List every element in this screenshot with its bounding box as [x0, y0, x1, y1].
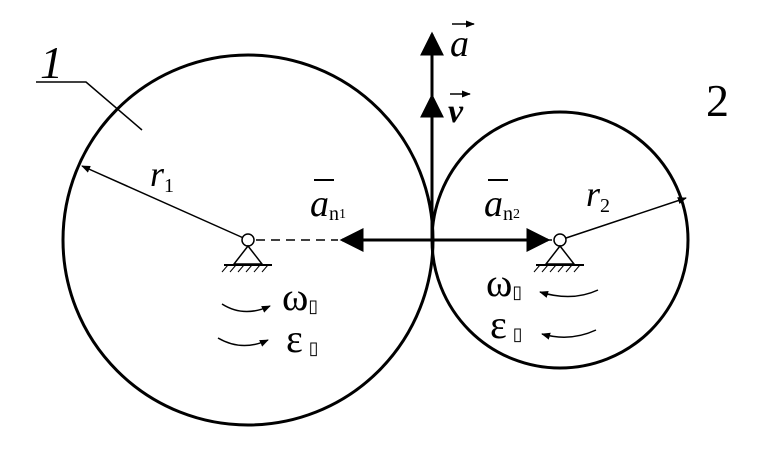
eps2-rotation-arrow [541, 329, 597, 340]
an2-label: an2 [484, 183, 520, 225]
v-label: v [448, 93, 464, 130]
wheel-1-label: 1 [40, 37, 63, 88]
radius-r1-line [81, 165, 249, 241]
pivot-support-2 [533, 233, 584, 273]
eps1-label: ε▯ [286, 316, 319, 361]
omega1-rotation-arrow [221, 303, 271, 313]
a-label: a [450, 23, 469, 65]
omega2-rotation-arrow [539, 289, 599, 298]
wheel-2-label: 2 [706, 75, 729, 126]
an1-label: an1 [310, 183, 346, 225]
omega1-label: ω▯ [282, 274, 318, 319]
radius-r2-line [559, 197, 687, 241]
wheel-1-leader [36, 81, 143, 131]
omega2-label: ω▯ [486, 260, 522, 305]
pivot-support-1 [221, 233, 272, 273]
r2-label: r2 [586, 174, 610, 217]
eps1-rotation-arrow [217, 337, 269, 347]
r1-label: r1 [150, 154, 174, 197]
eps2-label: ε▯ [490, 302, 523, 347]
